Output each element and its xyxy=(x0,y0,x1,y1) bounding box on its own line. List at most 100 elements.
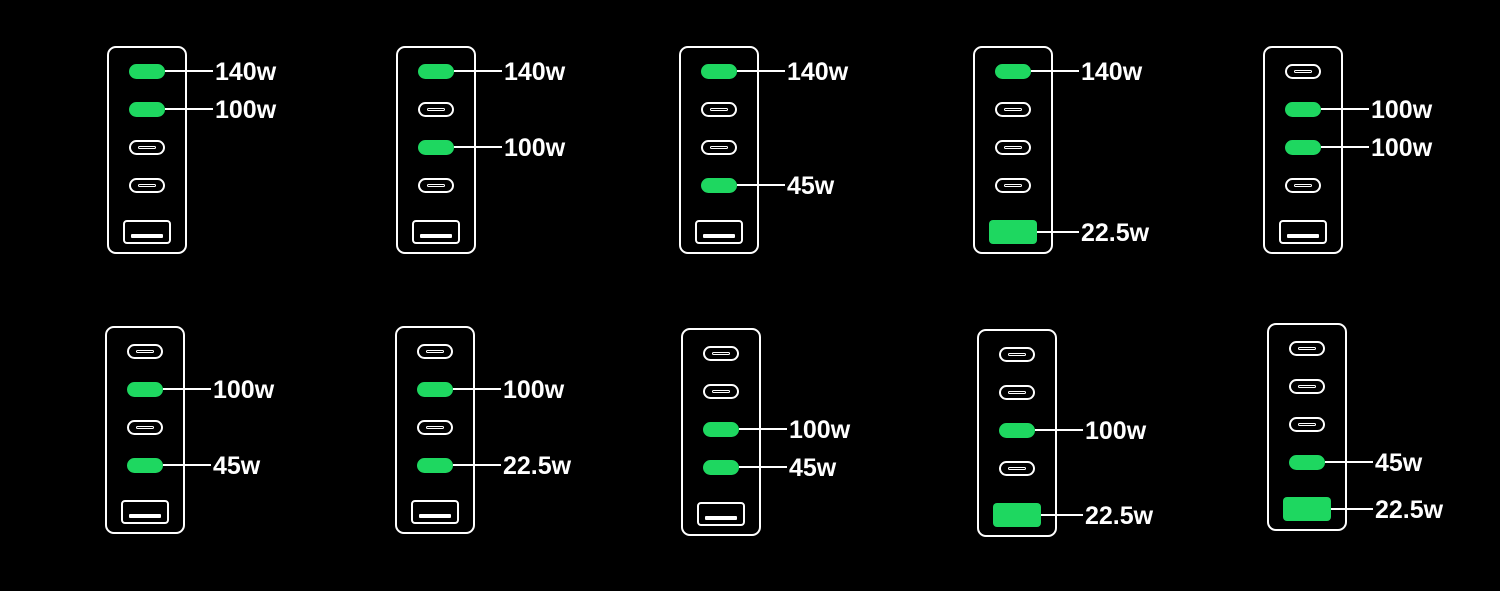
usb-c-port xyxy=(127,343,163,359)
connector-line xyxy=(1041,514,1083,516)
usb-a-port-active xyxy=(989,220,1037,244)
usb-c-port-active xyxy=(701,177,737,193)
usb-c-port-active xyxy=(703,421,739,437)
connector-line xyxy=(1321,108,1369,110)
usb-c-port xyxy=(701,139,737,155)
usb-c-port xyxy=(703,383,739,399)
usb-c-port xyxy=(1289,340,1325,356)
usb-c-port-active xyxy=(995,63,1031,79)
wattage-label: 140w xyxy=(1081,58,1143,86)
usb-c-port xyxy=(995,177,1031,193)
connector-line xyxy=(165,108,213,110)
usb-a-port xyxy=(695,220,743,244)
wattage-label: 140w xyxy=(787,58,849,86)
charger-body-outline xyxy=(396,46,476,254)
charger-body-outline xyxy=(973,46,1053,254)
wattage-label: 100w xyxy=(215,96,277,124)
connector-line xyxy=(1325,461,1373,463)
charger-body-outline xyxy=(679,46,759,254)
charger-config-9: 100w 22.5w xyxy=(977,329,1297,559)
connector-line xyxy=(737,184,785,186)
wattage-label: 100w xyxy=(503,376,565,404)
usb-c-port xyxy=(999,346,1035,362)
connector-line xyxy=(739,428,787,430)
connector-line xyxy=(454,70,502,72)
connector-line xyxy=(165,70,213,72)
usb-c-port xyxy=(995,101,1031,117)
charger-config-7: 100w 22.5w xyxy=(395,326,715,556)
wattage-label: 22.5w xyxy=(1085,502,1154,530)
usb-c-port-active xyxy=(127,457,163,473)
connector-line xyxy=(1037,231,1079,233)
usb-c-port-active xyxy=(999,422,1035,438)
wattage-label: 100w xyxy=(1085,417,1147,445)
usb-c-port xyxy=(129,139,165,155)
connector-line xyxy=(453,388,501,390)
usb-c-port xyxy=(999,460,1035,476)
wattage-label: 22.5w xyxy=(503,452,572,480)
connector-line xyxy=(1321,146,1369,148)
usb-c-port xyxy=(127,419,163,435)
usb-a-port xyxy=(412,220,460,244)
wattage-label: 140w xyxy=(504,58,566,86)
usb-c-port-active xyxy=(703,459,739,475)
wattage-label: 45w xyxy=(789,454,837,482)
usb-a-port xyxy=(1279,220,1327,244)
wattage-label: 45w xyxy=(213,452,261,480)
wattage-label: 100w xyxy=(504,134,566,162)
usb-c-port xyxy=(1289,378,1325,394)
connector-line xyxy=(739,466,787,468)
usb-c-port xyxy=(417,343,453,359)
usb-c-port-active xyxy=(417,381,453,397)
usb-c-port-active xyxy=(1285,139,1321,155)
wattage-label: 100w xyxy=(1371,134,1433,162)
connector-line xyxy=(163,464,211,466)
charger-body-outline xyxy=(107,46,187,254)
usb-c-port-active xyxy=(1285,101,1321,117)
usb-c-port xyxy=(701,101,737,117)
wattage-label: 100w xyxy=(789,416,851,444)
usb-a-port xyxy=(121,500,169,524)
usb-c-port xyxy=(418,177,454,193)
wattage-label: 22.5w xyxy=(1375,496,1444,524)
usb-a-port xyxy=(123,220,171,244)
connector-line xyxy=(163,388,211,390)
usb-c-port-active xyxy=(129,63,165,79)
usb-c-port-active xyxy=(129,101,165,117)
connector-line xyxy=(1035,429,1083,431)
usb-c-port xyxy=(703,345,739,361)
charger-body-outline xyxy=(681,328,761,536)
connector-line xyxy=(1031,70,1079,72)
charger-config-6: 100w 45w xyxy=(105,326,425,556)
charger-config-2: 140w 100w xyxy=(396,46,716,276)
charger-config-8: 100w 45w xyxy=(681,328,1001,558)
usb-c-port xyxy=(999,384,1035,400)
connector-line xyxy=(1331,508,1373,510)
charger-body-outline xyxy=(395,326,475,534)
usb-c-port xyxy=(129,177,165,193)
charger-body-outline xyxy=(1267,323,1347,531)
charger-body-outline xyxy=(977,329,1057,537)
connector-line xyxy=(454,146,502,148)
usb-c-port-active xyxy=(418,63,454,79)
usb-a-port-active xyxy=(1283,497,1331,521)
charger-body-outline xyxy=(105,326,185,534)
usb-c-port xyxy=(418,101,454,117)
usb-c-port xyxy=(417,419,453,435)
wattage-label: 45w xyxy=(1375,449,1423,477)
usb-c-port-active xyxy=(1289,454,1325,470)
charger-config-1: 140w 100w xyxy=(107,46,427,276)
wattage-label: 140w xyxy=(215,58,277,86)
charger-config-5: 100w 100w xyxy=(1263,46,1500,276)
wattage-label: 100w xyxy=(1371,96,1433,124)
usb-c-port-active xyxy=(418,139,454,155)
usb-c-port xyxy=(995,139,1031,155)
usb-c-port-active xyxy=(127,381,163,397)
wattage-label: 100w xyxy=(213,376,275,404)
charger-config-10: 45w 22.5w xyxy=(1267,323,1500,553)
connector-line xyxy=(737,70,785,72)
usb-a-port-active xyxy=(993,503,1041,527)
